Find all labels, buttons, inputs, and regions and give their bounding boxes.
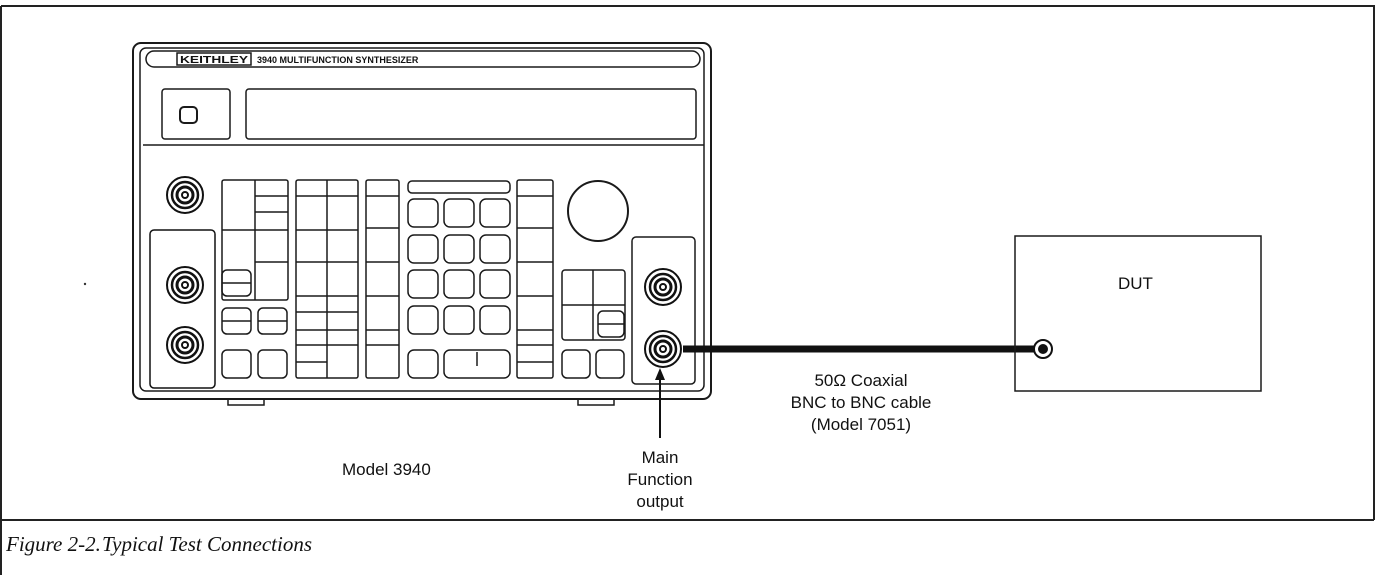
model-label: Model 3940	[342, 460, 431, 479]
bnc-connector-main-output	[644, 330, 682, 368]
cable-label-line-3: (Model 7051)	[810, 415, 912, 434]
output-label-line-2: Function	[627, 470, 693, 489]
figure-title: Typical Test Connections	[102, 532, 312, 556]
figure-caption: Figure 2-2.Typical Test Connections	[6, 532, 312, 557]
key-group-3	[365, 179, 400, 379]
cable-label: 50Ω Coaxial BNC to BNC cable (Model 7051…	[776, 370, 946, 436]
key-c1-5	[257, 349, 288, 379]
output-label-line-1: Main	[641, 448, 679, 467]
keypad-label-strip	[407, 180, 511, 194]
instrument-title: 3940 MULTIFUNCTION SYNTHESIZER	[257, 55, 419, 65]
display-window	[245, 88, 697, 140]
foot-right	[577, 398, 615, 406]
key-c1-4	[221, 349, 252, 379]
output-label: Main Function output	[622, 447, 698, 513]
key-group-5	[516, 179, 554, 379]
main-output-arrow	[655, 368, 665, 438]
key-bottom-2	[595, 349, 625, 379]
page-frame	[0, 5, 1375, 575]
foot-left	[227, 398, 265, 406]
output-panel	[631, 236, 696, 385]
instrument-3940	[132, 42, 712, 406]
power-button-panel	[161, 88, 231, 140]
brand-logo: KEITHLEY	[180, 55, 248, 66]
cable-label-line-2: BNC to BNC cable	[790, 393, 932, 412]
dut-label: DUT	[1118, 274, 1153, 293]
keypad	[221, 179, 696, 385]
left-connectors	[149, 176, 216, 389]
instrument-title-bar	[145, 50, 701, 68]
bnc-connector-sync	[644, 268, 682, 306]
stray-mark	[83, 282, 87, 286]
instrument-inner-case	[139, 47, 705, 392]
dut-box	[1014, 235, 1262, 392]
bnc-connector-3	[166, 326, 204, 364]
right-connectors	[644, 268, 682, 368]
output-label-line-3: output	[636, 492, 684, 511]
brand-logo-box	[176, 52, 252, 66]
figure-number: Figure 2-2.	[6, 532, 101, 556]
rotary-knob	[567, 180, 629, 242]
coaxial-cable	[683, 339, 1053, 359]
left-connector-panel	[149, 229, 216, 389]
power-button	[179, 106, 198, 124]
numeric-keys	[407, 198, 511, 379]
bnc-connector-2	[166, 266, 204, 304]
instrument-outer-case	[132, 42, 712, 400]
cable-label-line-1: 50Ω Coaxial	[814, 371, 908, 390]
bnc-connector-1	[166, 176, 204, 214]
key-bottom-1	[561, 349, 591, 379]
